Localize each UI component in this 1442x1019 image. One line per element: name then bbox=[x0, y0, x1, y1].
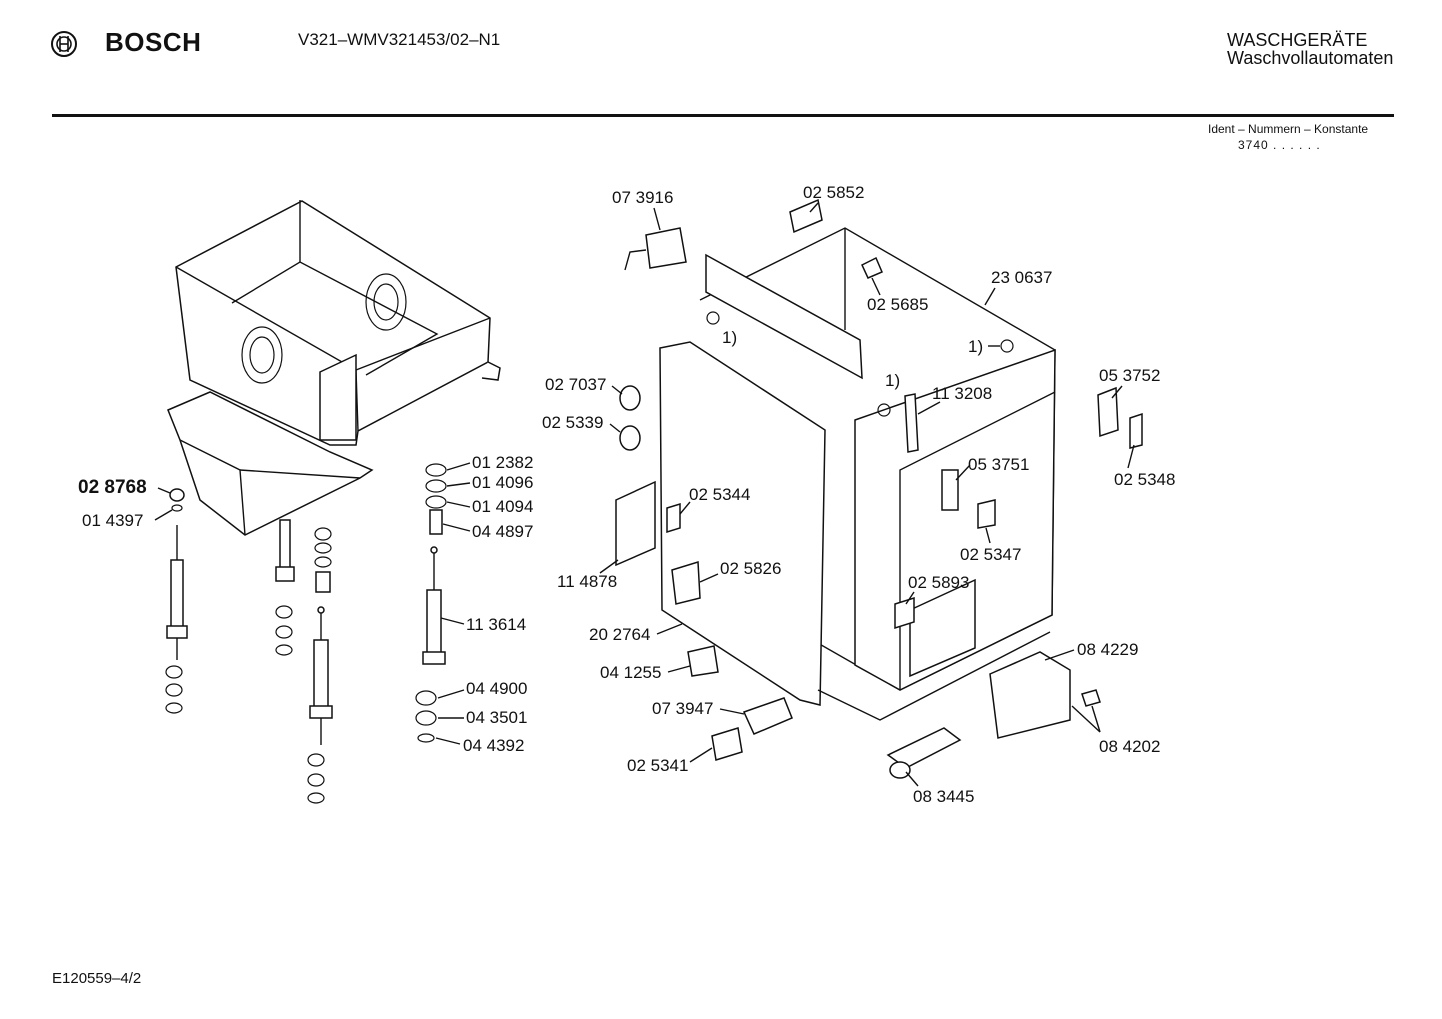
part-label-025826: 02 5826 bbox=[720, 559, 781, 578]
header-divider bbox=[52, 114, 1394, 117]
note-ref-2: 1) bbox=[968, 337, 983, 356]
part-label-025339: 02 5339 bbox=[542, 413, 603, 432]
note-ref-3: 1) bbox=[885, 371, 900, 390]
part-label-025893: 02 5893 bbox=[908, 573, 969, 592]
part-label-053752: 05 3752 bbox=[1099, 366, 1160, 385]
part-label-025852: 02 5852 bbox=[803, 183, 864, 202]
shock-absorbers-drawing bbox=[165, 463, 447, 804]
part-label-012382: 01 2382 bbox=[472, 453, 533, 472]
note-ref-1: 1) bbox=[722, 328, 737, 347]
part-label-073947: 07 3947 bbox=[652, 699, 713, 718]
part-label-025685: 02 5685 bbox=[867, 295, 928, 314]
part-label-202764: 20 2764 bbox=[589, 625, 650, 644]
bosch-armature-logo-icon bbox=[51, 31, 77, 57]
part-labels: 07 3916 02 5852 23 0637 02 5685 1) 1) 1)… bbox=[78, 183, 1175, 806]
part-label-027037: 02 7037 bbox=[545, 375, 606, 394]
brand-name: BOSCH bbox=[105, 27, 202, 57]
category-subtitle: Waschvollautomaten bbox=[1227, 48, 1394, 68]
ident-heading: Ident – Nummern – Konstante bbox=[1208, 122, 1369, 136]
part-label-073916: 07 3916 bbox=[612, 188, 673, 207]
part-label-043501: 04 3501 bbox=[466, 708, 527, 727]
part-label-044897: 04 4897 bbox=[472, 522, 533, 541]
part-label-113208: 11 3208 bbox=[932, 384, 992, 403]
part-label-028768: 02 8768 bbox=[78, 477, 147, 498]
part-label-025347: 02 5347 bbox=[960, 545, 1021, 564]
part-label-044392: 04 4392 bbox=[463, 736, 524, 755]
part-label-041255: 04 1255 bbox=[600, 663, 661, 682]
part-label-025348: 02 5348 bbox=[1114, 470, 1175, 489]
ident-value: 3740 . . . . . . bbox=[1238, 138, 1321, 152]
part-label-025341: 02 5341 bbox=[627, 756, 688, 775]
part-label-014094: 01 4094 bbox=[472, 497, 533, 516]
part-label-053751: 05 3751 bbox=[968, 455, 1029, 474]
part-label-230637: 23 0637 bbox=[991, 268, 1052, 287]
drawing-number: E120559–4/2 bbox=[52, 970, 142, 987]
part-label-083445: 08 3445 bbox=[913, 787, 974, 806]
part-label-084202: 08 4202 bbox=[1099, 737, 1160, 756]
part-label-025344: 02 5344 bbox=[689, 485, 750, 504]
part-label-014397: 01 4397 bbox=[82, 511, 143, 530]
cabinet-frame-drawing bbox=[615, 198, 1143, 779]
part-label-113614: 11 3614 bbox=[466, 615, 526, 634]
part-label-114878: 11 4878 bbox=[557, 572, 617, 591]
part-label-044900: 04 4900 bbox=[466, 679, 527, 698]
part-label-014096: 01 4096 bbox=[472, 473, 533, 492]
model-number: V321–WMV321453/02–N1 bbox=[298, 30, 501, 49]
tub-housing-drawing bbox=[167, 200, 501, 536]
category-title: WASCHGERÄTE bbox=[1227, 30, 1368, 50]
part-label-084229: 08 4229 bbox=[1077, 640, 1138, 659]
